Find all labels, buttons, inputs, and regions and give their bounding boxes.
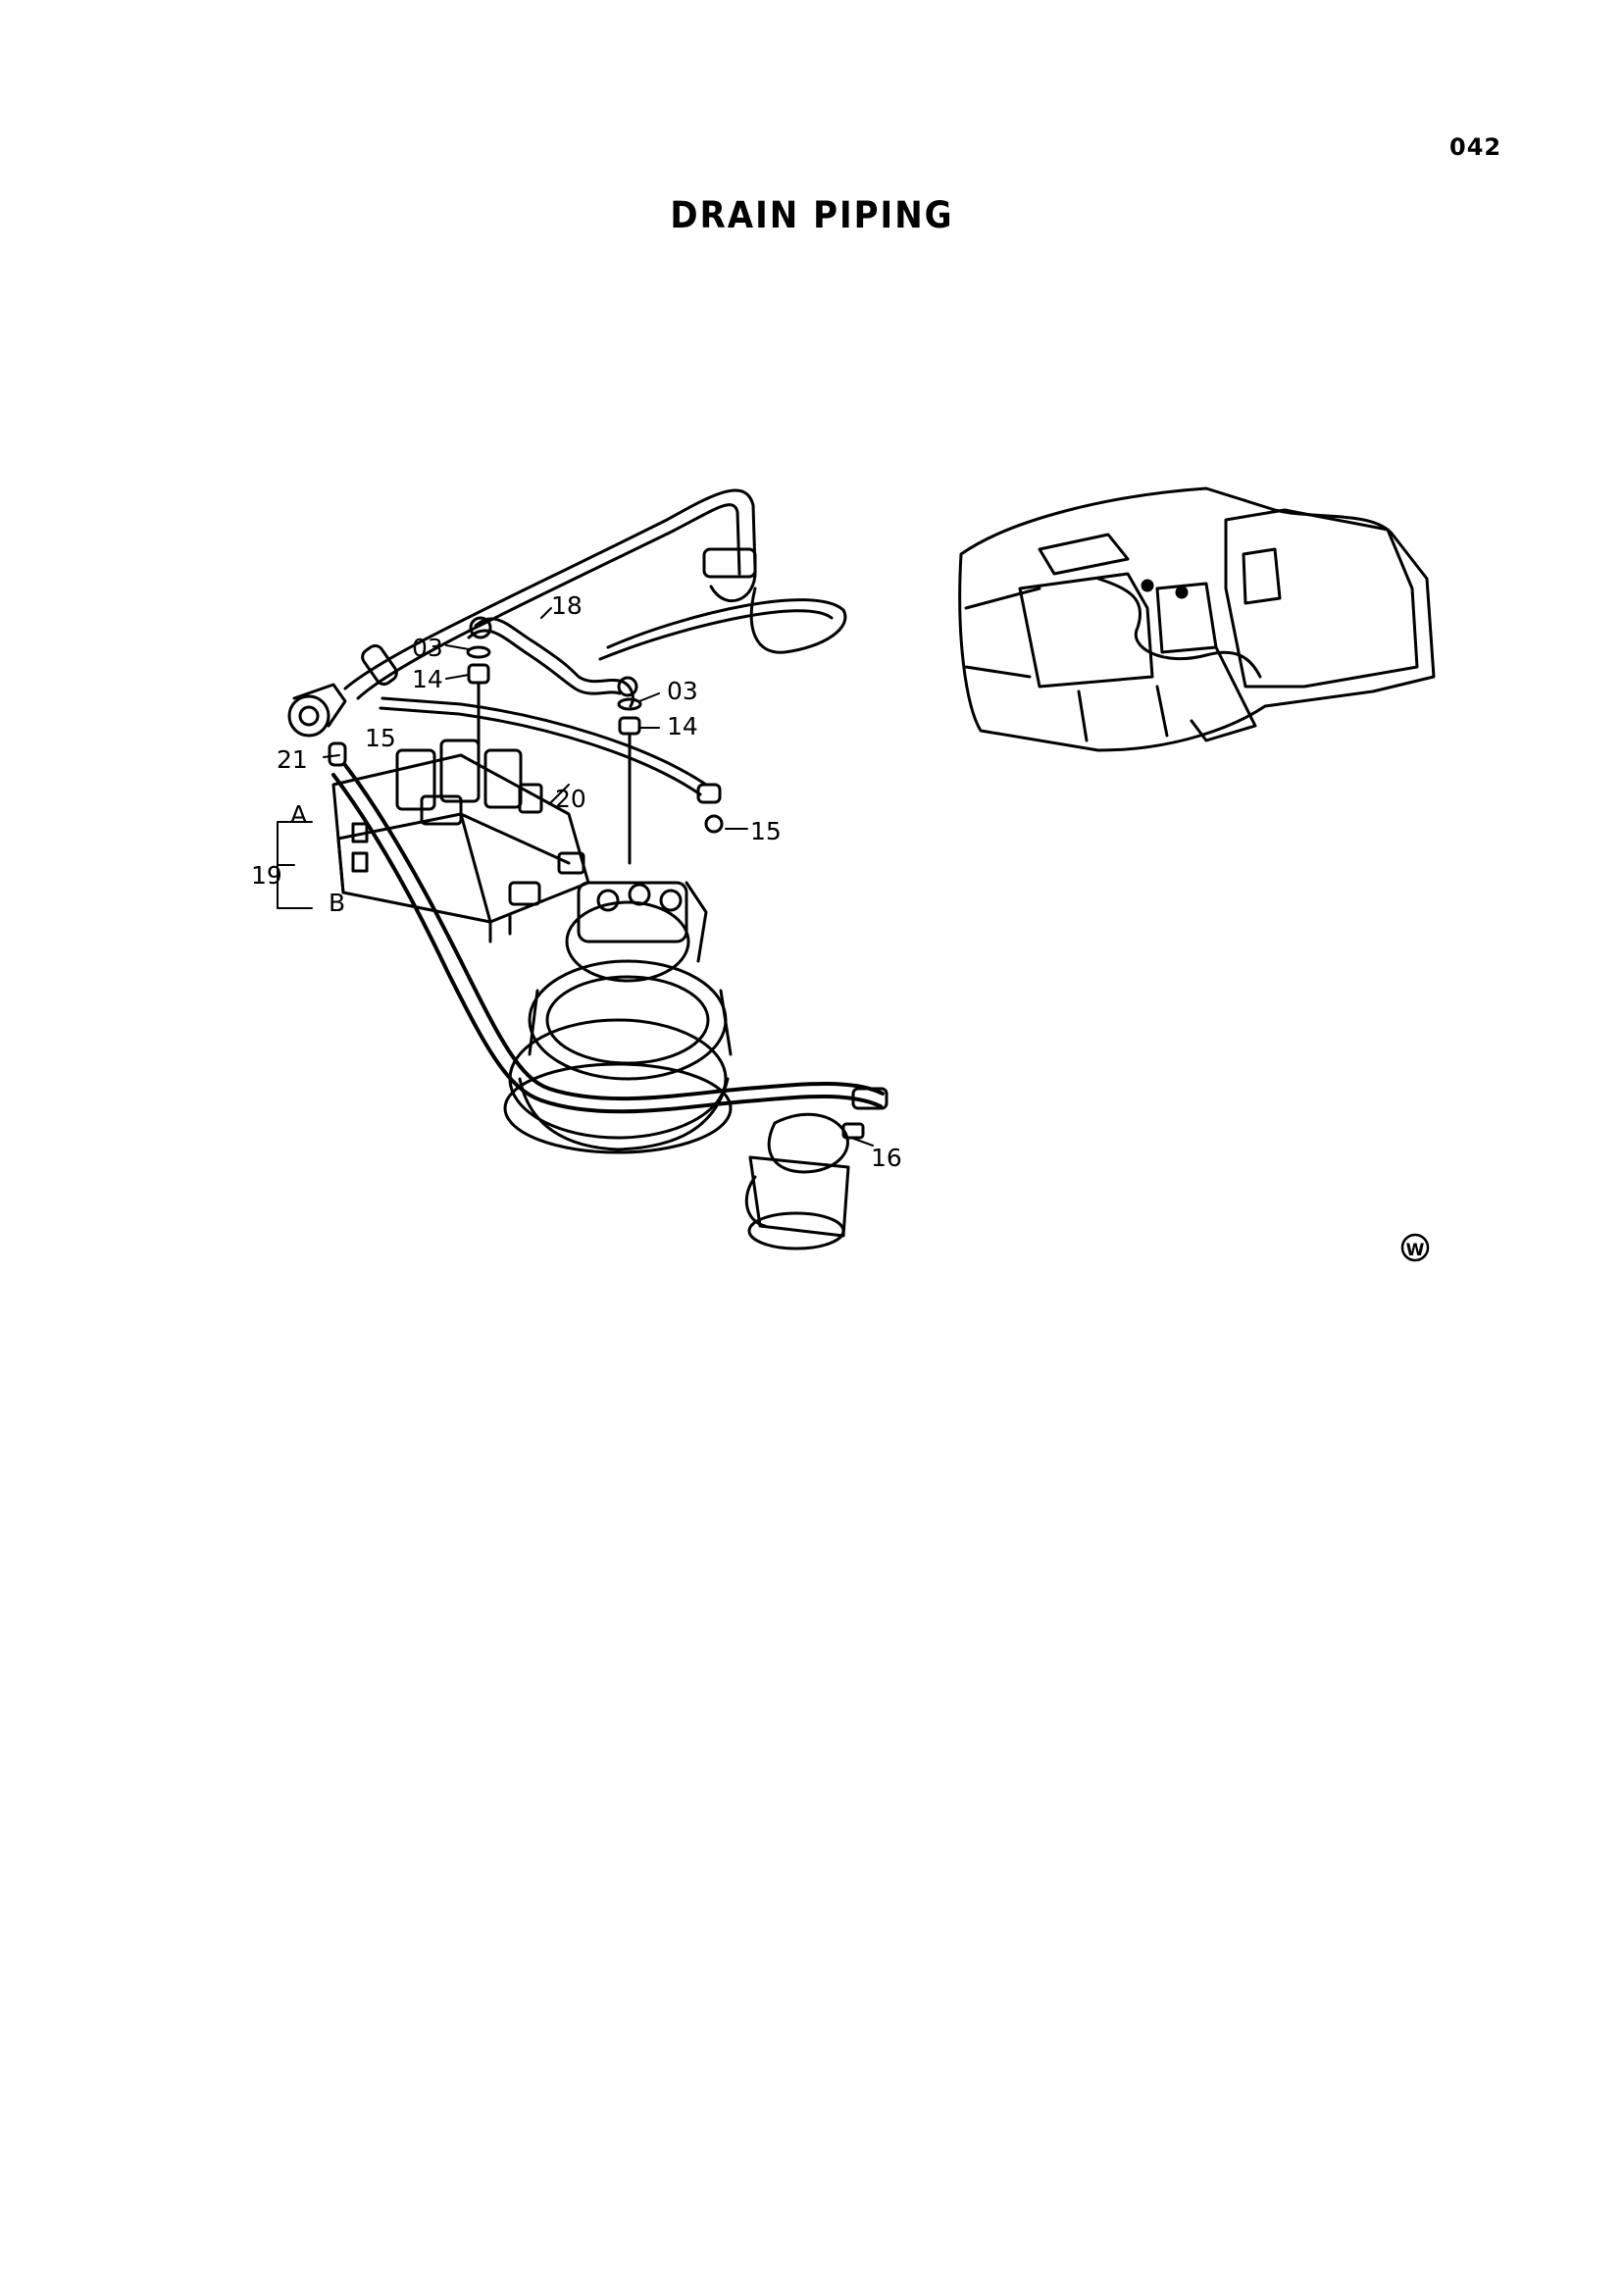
callout-14-right: 14 — [667, 712, 698, 740]
hose-19-corrugated — [331, 763, 885, 1114]
callout-leaders — [277, 607, 874, 1147]
callout-03-left: 03 — [412, 634, 443, 662]
callout-18: 18 — [551, 591, 583, 620]
return-pipe-loop — [343, 488, 847, 700]
plug-assembly-right — [617, 697, 642, 865]
page-title: DRAIN PIPING — [670, 194, 954, 237]
callout-15-left: 15 — [365, 724, 396, 752]
callout-B: B — [329, 889, 346, 917]
callout-19: 19 — [251, 861, 282, 890]
control-valve-block — [331, 739, 590, 944]
swing-joint — [744, 1087, 888, 1250]
page-number: 042 — [1449, 133, 1502, 161]
callout-14-left: 14 — [412, 665, 443, 693]
w-marker-label: W — [1406, 1241, 1425, 1260]
callout-15-right: 15 — [750, 817, 782, 845]
fitting-assembly — [287, 643, 398, 767]
hose-18 — [467, 616, 638, 708]
callout-21: 21 — [277, 745, 308, 774]
hose-20 — [379, 696, 724, 834]
callout-16: 16 — [871, 1144, 902, 1172]
callout-03-right: 03 — [667, 677, 698, 705]
w-marker: W — [1400, 1233, 1430, 1262]
excavator-overview — [958, 486, 1436, 752]
callout-20: 20 — [555, 785, 586, 813]
callout-A: A — [290, 800, 308, 829]
